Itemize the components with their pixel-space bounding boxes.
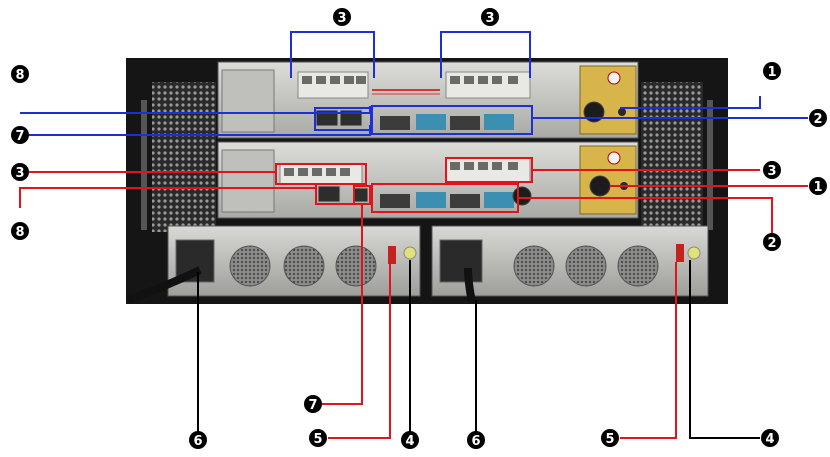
- lower-ethernet-port-1: [317, 185, 341, 203]
- callout-3-top-left: 3: [333, 8, 351, 26]
- leader-1-upper: [620, 96, 761, 109]
- leader-2-lower: [518, 197, 773, 238]
- callouts: 3 3 8 7 1 2 3 3: [11, 8, 827, 449]
- left-psu-fault-led: [388, 246, 396, 264]
- svg-text:3: 3: [767, 164, 776, 179]
- leader-5-right: [620, 262, 677, 439]
- upper-fc-ports-b: [445, 71, 531, 99]
- svg-text:1: 1: [813, 180, 822, 195]
- svg-text:6: 6: [471, 434, 480, 449]
- leader-4-right: [689, 260, 760, 439]
- svg-text:3: 3: [337, 11, 346, 26]
- callout-1-lower: 1: [809, 177, 827, 195]
- power-supply-left: [167, 225, 421, 297]
- svg-text:5: 5: [605, 432, 614, 447]
- leader-3-top-left: [290, 31, 375, 78]
- leader-8-lower: [19, 187, 316, 208]
- callout-4-right: 4: [761, 429, 779, 447]
- svg-text:3: 3: [485, 11, 494, 26]
- upper-status-led: [618, 108, 626, 116]
- leader-5-left: [328, 262, 391, 439]
- lower-controller: [217, 141, 639, 219]
- leader-7-upper: [20, 125, 371, 136]
- svg-text:4: 4: [405, 434, 414, 449]
- callout-8-upper: 8: [11, 65, 29, 83]
- leader-7-lower: [322, 204, 363, 405]
- callout-6-right: 6: [467, 431, 485, 449]
- callout-4-left: 4: [401, 431, 419, 449]
- upper-host-ports: [380, 114, 514, 130]
- left-psu-ok-led: [403, 246, 417, 260]
- lower-release-knob: [589, 175, 611, 197]
- callout-2-lower: 2: [763, 233, 781, 251]
- left-vent-grille: [152, 82, 216, 232]
- upper-fc-ports-a: [297, 71, 369, 99]
- callout-7-lower: 7: [304, 395, 322, 413]
- enclosure-photo: [126, 58, 728, 304]
- callout-3-lower-left: 3: [11, 163, 29, 181]
- svg-text:5: 5: [313, 432, 322, 447]
- power-supply-right: [431, 225, 709, 297]
- svg-text:3: 3: [15, 166, 24, 181]
- upper-controller: [217, 61, 639, 139]
- svg-text:8: 8: [15, 68, 24, 83]
- callout-6-left: 6: [189, 431, 207, 449]
- right-psu-ok-led: [687, 246, 701, 260]
- callout-8-lower: 8: [11, 222, 29, 240]
- callout-3-top-right: 3: [481, 8, 499, 26]
- callout-2-upper: 2: [809, 109, 827, 127]
- svg-text:2: 2: [767, 236, 776, 251]
- lower-ethernet-port-2: [353, 187, 369, 203]
- svg-text:6: 6: [193, 434, 202, 449]
- right-power-cord: [464, 267, 476, 303]
- svg-text:1: 1: [767, 65, 776, 80]
- callout-1-upper: 1: [763, 62, 781, 80]
- svg-text:8: 8: [15, 225, 24, 240]
- right-psu-fault-led: [676, 244, 684, 262]
- callout-5-left: 5: [309, 429, 327, 447]
- callout-3-lower-right: 3: [763, 161, 781, 179]
- svg-text:4: 4: [765, 432, 774, 447]
- svg-text:2: 2: [813, 112, 822, 127]
- callout-5-right: 5: [601, 429, 619, 447]
- left-power-cord: [126, 266, 202, 304]
- upper-host-box: [371, 105, 533, 135]
- right-vent-grille: [641, 82, 703, 232]
- lower-host-ports: [380, 192, 514, 208]
- leader-3-top-right: [440, 31, 531, 78]
- svg-text:7: 7: [15, 129, 24, 144]
- svg-text:7: 7: [308, 398, 317, 413]
- callout-7-upper: 7: [11, 126, 29, 144]
- leader-lines: [19, 31, 808, 439]
